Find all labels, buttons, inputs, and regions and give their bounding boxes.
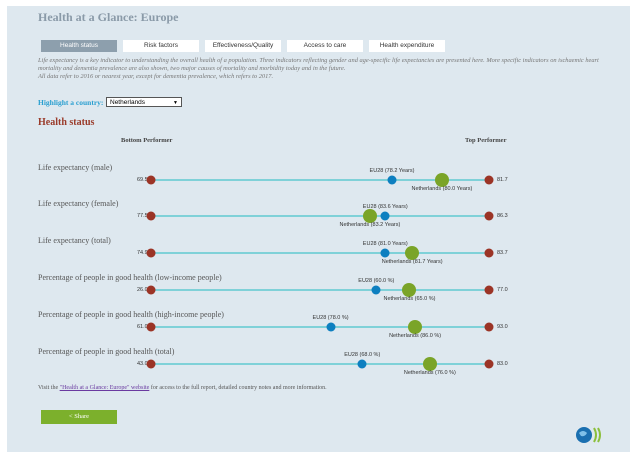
max-value: 81.7 <box>497 177 508 183</box>
oecd-logo <box>576 427 601 443</box>
min-value: 26.0 <box>137 287 148 293</box>
bottom-performer-dot[interactable] <box>146 211 156 221</box>
tab-effectiveness-quality[interactable]: Effectiveness/Quality <box>205 40 281 52</box>
top-performer-dot[interactable] <box>484 285 494 295</box>
share-icon: < <box>68 413 73 420</box>
footer-text: Visit the "Health at a Glance: Europe" w… <box>38 385 327 391</box>
country-dot[interactable] <box>422 357 437 371</box>
dropdown-arrow-icon: ▼ <box>173 100 178 106</box>
bottom-performer-label: Bottom Performer <box>121 137 173 144</box>
row-line <box>151 215 489 217</box>
country-dot[interactable] <box>434 173 449 187</box>
section-title: Health status <box>38 117 95 128</box>
country-dot[interactable] <box>408 320 423 334</box>
description-note: All data refer to 2016 or nearest year, … <box>38 73 274 80</box>
min-value: 43.0 <box>137 361 148 367</box>
bottom-performer-dot[interactable] <box>146 322 156 332</box>
row-label: Percentage of people in good health (tot… <box>38 347 175 356</box>
tab-health-status[interactable]: Health status <box>41 40 117 52</box>
row-line <box>151 252 489 254</box>
min-value: 77.5 <box>137 213 148 219</box>
row-line <box>151 179 489 181</box>
country-dot[interactable] <box>405 246 420 260</box>
eu-label: EU28 (78.2 Years) <box>369 168 415 174</box>
eu-dot[interactable] <box>380 248 390 258</box>
eu-dot[interactable] <box>380 211 390 221</box>
row-label: Percentage of people in good health (low… <box>38 273 222 282</box>
top-performer-dot[interactable] <box>484 211 494 221</box>
country-select-value: Netherlands <box>110 99 146 106</box>
eu-dot[interactable] <box>371 285 381 295</box>
row-label: Life expectancy (male) <box>38 163 113 172</box>
description: Life expectancy is a key indicator to un… <box>38 57 618 81</box>
row-label: Life expectancy (total) <box>38 236 111 245</box>
bottom-performer-dot[interactable] <box>146 285 156 295</box>
max-value: 86.3 <box>497 213 508 219</box>
eu-label: EU28 (60.0 %) <box>358 278 395 284</box>
eu-label: EU28 (81.0 Years) <box>362 241 408 247</box>
footer-pre: Visit the <box>38 385 60 391</box>
top-performer-dot[interactable] <box>484 322 494 332</box>
tab-risk-factors[interactable]: Risk factors <box>123 40 199 52</box>
row-line <box>151 289 489 291</box>
country-label: Netherlands (80.0 Years) <box>411 186 473 192</box>
bottom-performer-dot[interactable] <box>146 248 156 258</box>
website-link[interactable]: "Health at a Glance: Europe" website <box>59 385 150 391</box>
max-value: 77.0 <box>497 287 508 293</box>
max-value: 83.7 <box>497 250 508 256</box>
top-performer-dot[interactable] <box>484 359 494 369</box>
country-label: Netherlands (81.7 Years) <box>381 259 443 265</box>
highlight-label: Highlight a country: <box>38 98 104 107</box>
min-value: 61.0 <box>137 324 148 330</box>
main-panel <box>7 6 630 452</box>
row-line <box>151 363 489 365</box>
tab-health-expenditure[interactable]: Health expenditure <box>369 40 445 52</box>
top-performer-dot[interactable] <box>484 248 494 258</box>
description-text: Life expectancy is a key indicator to un… <box>38 57 599 72</box>
tab-access-to-care[interactable]: Access to care <box>287 40 363 52</box>
row-label: Percentage of people in good health (hig… <box>38 310 224 319</box>
row-line <box>151 326 489 328</box>
footer-post: for access to the full report, detailed … <box>149 385 327 391</box>
max-value: 83.0 <box>497 361 508 367</box>
row-label: Life expectancy (female) <box>38 199 119 208</box>
max-value: 93.0 <box>497 324 508 330</box>
min-value: 69.5 <box>137 177 148 183</box>
bottom-performer-dot[interactable] <box>146 175 156 185</box>
share-button[interactable]: < Share <box>41 410 117 424</box>
eu-label: EU28 (83.6 Years) <box>362 204 408 210</box>
bottom-performer-dot[interactable] <box>146 359 156 369</box>
top-performer-dot[interactable] <box>484 175 494 185</box>
share-label: Share <box>74 413 90 420</box>
country-dot[interactable] <box>402 283 417 297</box>
country-dot[interactable] <box>362 209 377 223</box>
eu-dot[interactable] <box>357 359 367 369</box>
eu-dot[interactable] <box>326 322 336 332</box>
eu-label: EU28 (78.0 %) <box>312 315 349 321</box>
country-label: Netherlands (86.0 %) <box>389 333 442 339</box>
country-label: Netherlands (83.2 Years) <box>339 222 401 228</box>
country-label: Netherlands (65.0 %) <box>383 296 436 302</box>
page-title: Health at a Glance: Europe <box>38 10 179 24</box>
eu-dot[interactable] <box>387 175 397 185</box>
country-label: Netherlands (76.0 %) <box>403 370 456 376</box>
min-value: 74.9 <box>137 250 148 256</box>
eu-label: EU28 (68.0 %) <box>344 352 381 358</box>
tab-bar: Health status Risk factors Effectiveness… <box>41 40 445 52</box>
top-performer-label: Top Performer <box>465 137 507 144</box>
country-select[interactable]: Netherlands ▼ <box>106 97 182 107</box>
